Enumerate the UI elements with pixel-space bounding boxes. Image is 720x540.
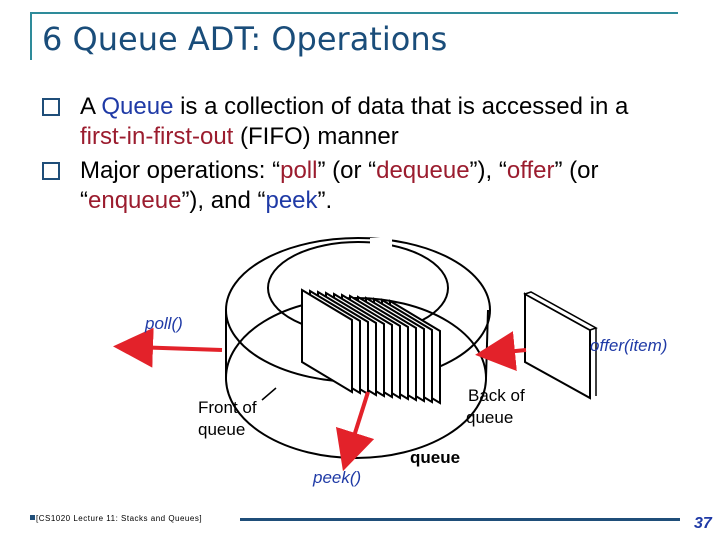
text-run: ”), “ (469, 157, 507, 184)
title-frame-left (30, 12, 32, 60)
bullet-item-1: A Queue is a collection of data that is … (40, 92, 680, 152)
text-run: ” (or “ (80, 157, 599, 214)
offer-arrow (475, 331, 527, 371)
footer-marker (30, 515, 35, 520)
title-frame-top (30, 12, 678, 14)
text-run: ”), and “ (181, 187, 266, 214)
bullet-text-2: Major operations: “poll” (or “dequeue”),… (80, 157, 598, 214)
text-run: ”. (317, 187, 333, 214)
slide-title: 6 Queue ADT: Operations (42, 20, 448, 58)
queue-item-card (301, 288, 353, 394)
bullet-text-1: A Queue is a collection of data that is … (80, 93, 628, 150)
offer-label: offer(item) (590, 336, 668, 355)
text-run: dequeue (376, 157, 470, 184)
text-run: enqueue (88, 187, 182, 214)
footer-text: [CS1020 Lecture 11: Stacks and Queues] (36, 514, 203, 523)
footer-rule (240, 518, 680, 521)
peek-arrow (335, 391, 375, 472)
text-run: (FIFO) manner (233, 123, 399, 150)
front-label-line2: queue (198, 420, 246, 439)
back-label-line2: queue (466, 408, 514, 427)
text-run: first-in-first-out (80, 123, 234, 150)
bullet-item-2: Major operations: “poll” (or “dequeue”),… (40, 156, 680, 216)
text-run: Major operations: “ (80, 157, 281, 184)
back-label-line1: Back of (468, 386, 525, 405)
peek-label: peek() (313, 468, 362, 487)
queue-label: queue (410, 448, 461, 467)
queue-items (301, 288, 441, 405)
checkbox-bullet-icon (42, 162, 60, 180)
text-run: Queue (101, 93, 174, 120)
checkbox-bullet-icon (42, 98, 60, 116)
poll-arrow (113, 327, 223, 368)
poll-label: poll() (145, 314, 183, 333)
page-number: 37 (694, 515, 712, 532)
text-run: A (80, 93, 102, 120)
text-run: peek (265, 187, 318, 214)
text-run: offer (506, 157, 555, 184)
text-run: is a collection of data that is accessed… (173, 93, 629, 120)
queue-container-gap (370, 238, 392, 252)
bullet-list: A Queue is a collection of data that is … (40, 92, 680, 220)
front-label-line1: Front of (198, 398, 257, 417)
text-run: ” (or “ (317, 157, 377, 184)
queue-container-right-side (485, 309, 489, 379)
text-run: poll (280, 157, 318, 184)
front-pointer (261, 387, 277, 401)
